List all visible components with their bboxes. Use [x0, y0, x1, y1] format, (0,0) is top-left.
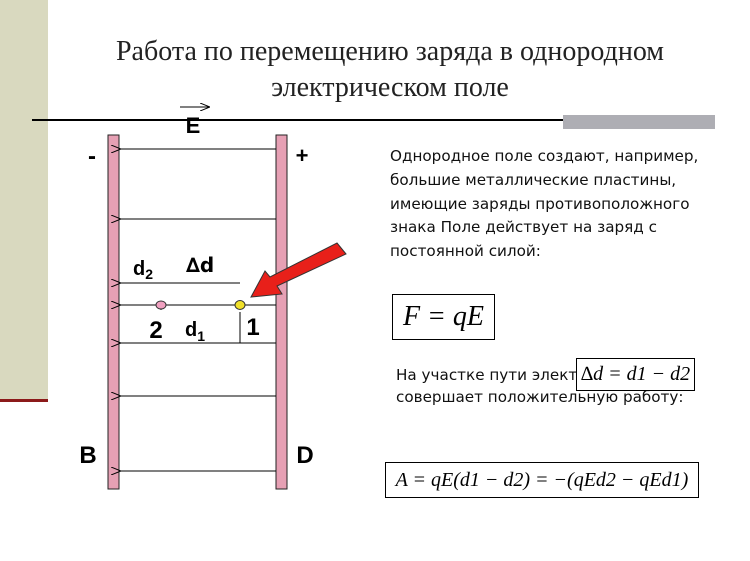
slide-title: Работа по перемещению заряда в однородно… [115, 36, 665, 103]
title-rule [32, 119, 572, 121]
title-accent-bar [563, 115, 715, 129]
sidebar-decoration [0, 0, 48, 400]
point-label-1: 1 [246, 314, 259, 341]
charge-position-2 [155, 300, 167, 310]
sidebar-edge [0, 399, 48, 402]
red-pointer-arrow [250, 242, 347, 298]
description-paragraph: Однородное поле создают, например, больш… [390, 147, 699, 261]
point-label-2: 2 [149, 317, 162, 344]
charge-position-1 [234, 300, 246, 310]
field-label: E [186, 113, 201, 138]
plate-label-d: D [296, 442, 313, 469]
label-d2: d2 [133, 258, 153, 282]
plate-label-b: B [79, 442, 96, 469]
formula-work: A = qE(d1 − d2) = −(qEd2 − qEd1) [385, 462, 699, 498]
plus-sign: + [296, 143, 309, 168]
formula-delta-d: ∆d = d1 − d2 [576, 358, 695, 391]
plate-left [107, 134, 120, 490]
plate-right [275, 134, 288, 490]
label-delta-d: ∆d [186, 253, 214, 277]
label-d1: d1 [185, 319, 205, 344]
minus-sign: - [88, 143, 96, 170]
formula-force: F = qE [392, 294, 495, 340]
